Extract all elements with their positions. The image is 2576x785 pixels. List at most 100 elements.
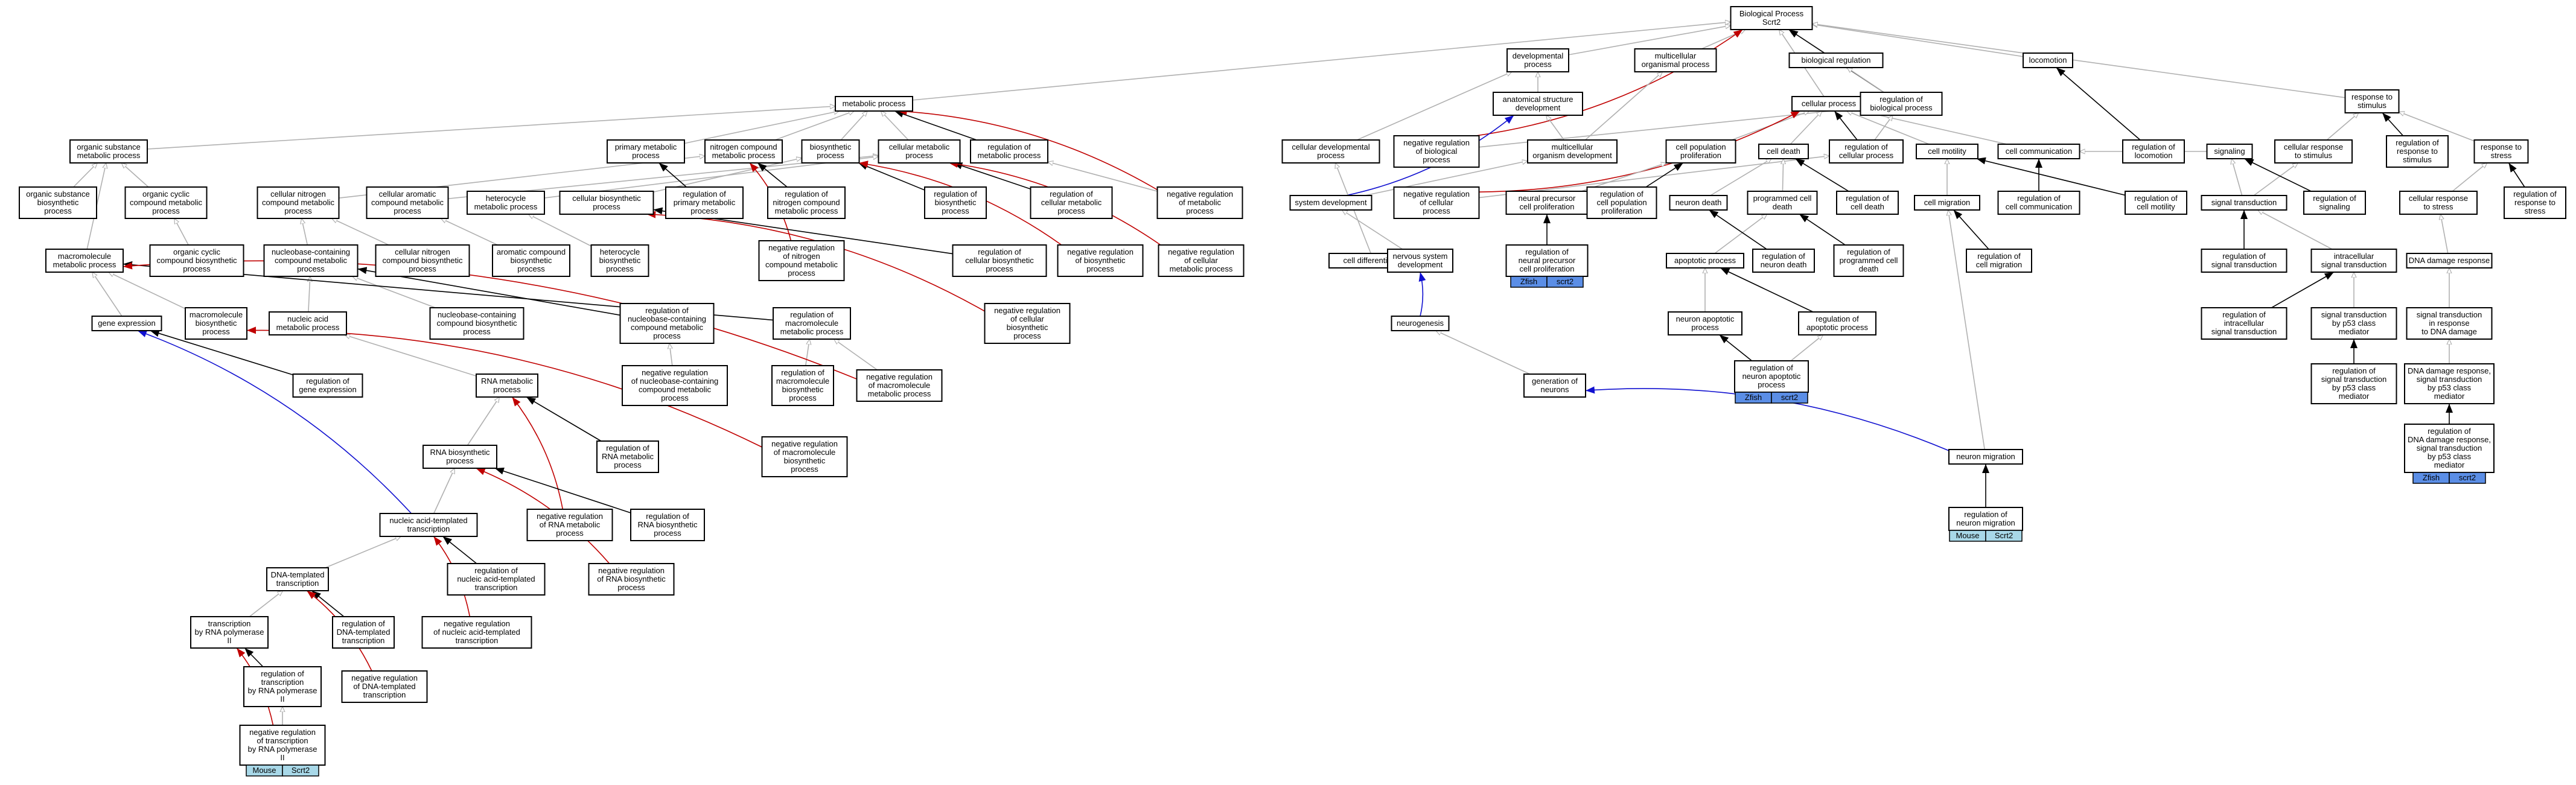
node-box [1997,144,2080,159]
edge-transcription-by-rna-pol2-to-dna-templated-transcription [249,591,282,617]
node-box [2201,195,2287,211]
edge-apoptotic-process-to-programmed-cell-death [1714,214,1767,254]
node-box [1916,144,1978,159]
node-box [1734,360,1809,393]
node-box [332,616,395,649]
edge-neg-reg-biological-to-bp [1476,29,1743,136]
node-box [2406,253,2493,269]
node-locomotion: locomotion [2023,52,2073,68]
node-label: system development [1295,198,1367,207]
node-box [366,186,449,219]
node-box [1966,249,2032,273]
node-box [45,249,124,273]
node-box [190,616,269,649]
gene-cell: Scrt2 [292,766,310,775]
node-box [1747,191,1818,215]
node-neurogenesis: neurogenesis [1391,316,1450,331]
node-box [1758,144,1809,159]
node-box [422,445,497,469]
edge-reg-primary-metabolic-to-primary-metabolic [658,162,687,188]
edge-dna-templated-transcription-to-nucleic-acid-templated-transcription [325,536,401,568]
node-box [1387,249,1453,273]
node-neuron-migration: neuron migration [1948,449,2023,465]
node-box [1493,92,1583,116]
edge-cellular-metabolic-to-metabolic [881,111,909,141]
edge-reg-dna-templated-transcription-to-dna-templated-transcription [311,590,345,617]
node-dna-damage-response: DNA damage response [2406,253,2493,269]
edge-organic-substance-biosynthetic-to-organic-substance-metabolic [73,163,98,188]
edge-reg-cell-death-to-cell-death [1795,158,1849,192]
edge-response-to-stimulus-to-bp [1812,24,2345,98]
node-label: cell motility [1928,147,1966,156]
node-box [835,96,913,112]
node-box [341,670,428,703]
edge-neg-reg-cellular-process-to-cellular-process [1479,110,1800,193]
node-label: signaling [2214,147,2245,156]
edge-rna-biosynthetic-to-rna-metabolic [467,397,500,446]
node-box [2310,363,2397,404]
edge-organic-cyclic-compound-metabolic-to-organic-substance-metabolic [121,163,149,188]
node-biological-regulation: biological regulation [1788,52,1884,68]
node-label: neuron death [1675,198,1722,207]
node-box [559,191,654,215]
edge-signal-transduction-to-cellular-response-to-stimulus [2253,163,2298,196]
node-label: apoptotic process [1674,256,1736,265]
node-box [1860,92,1943,116]
edge-cell-communication-to-cellular-process [1861,111,2007,145]
node-box [607,139,685,164]
node-box [630,509,705,541]
node-box [1798,311,1876,335]
node-label: neurogenesis [1397,319,1444,328]
edge-neuron-death-to-cell-death [1710,159,1771,196]
node-box [2504,186,2566,219]
edge-cell-death-to-cellular-process [1790,111,1822,145]
node-box [1997,191,2080,215]
node-box [421,616,532,649]
node-box [1914,195,1980,211]
node-box [1665,139,1736,164]
node-box [375,244,470,277]
edge-cellular-response-to-stimulus-to-response-to-stimulus [2326,113,2359,141]
node-box [2122,139,2185,164]
organism-cell: Mouse [252,766,276,775]
edge-rna-metabolic-to-nucleic-acid-metabolic [345,335,477,377]
gene-cell: scrt2 [1557,277,1573,286]
